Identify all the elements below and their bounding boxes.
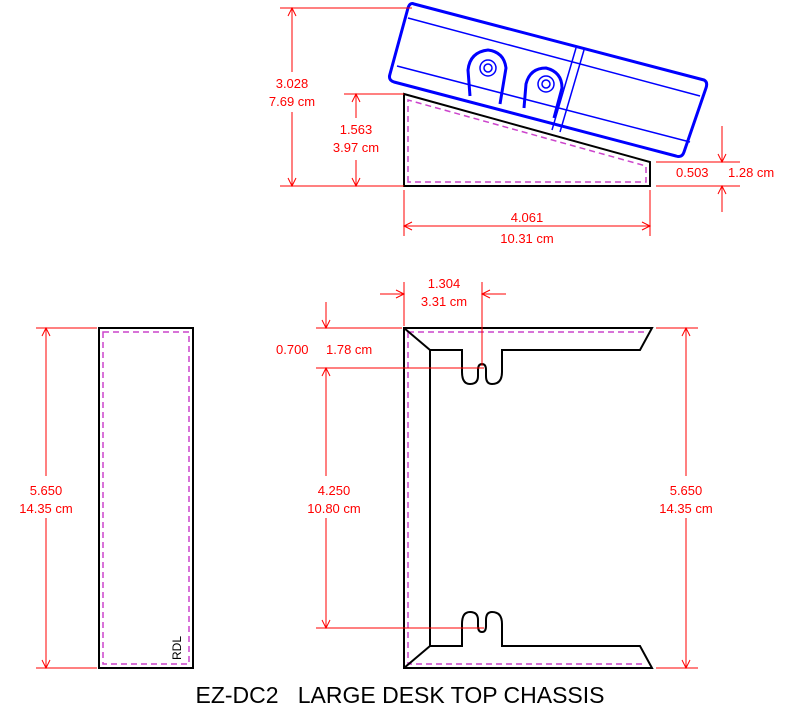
top-view-inner	[407, 331, 646, 665]
top-view-chamfer-bottom	[403, 645, 431, 669]
end-panel-length-cm: 14.35 cm	[19, 501, 72, 516]
end-panel-length-in: 5.650	[30, 483, 63, 498]
dim-slot-offset: 1.304 3.31 cm	[380, 276, 506, 366]
drawing-title: EZ-DC2 LARGE DESK TOP CHASSIS	[195, 682, 604, 708]
side-view: 3.028 7.69 cm 1.563 3.97 cm 0.503 1.28 c…	[269, 2, 774, 246]
end-panel-view: RDL 5.650 14.35 cm	[19, 326, 194, 670]
slot-spacing-in: 4.250	[318, 483, 351, 498]
slot-spacing-cm: 10.80 cm	[307, 501, 360, 516]
rdl-label: RDL	[170, 636, 184, 660]
top-view-length-cm: 14.35 cm	[659, 501, 712, 516]
end-panel-inner	[102, 331, 190, 665]
slot-offset-cm: 3.31 cm	[421, 294, 467, 309]
side-wedge-outline	[403, 92, 651, 187]
top-view: 1.304 3.31 cm 0.700 1.78 cm 4.250 10.80 …	[276, 276, 713, 670]
dim-slot-spacing: 4.250 10.80 cm	[307, 368, 484, 630]
dim-depth: 4.061 10.31 cm	[402, 190, 652, 246]
slot-depth-in: 0.700	[276, 342, 309, 357]
front-height-cm: 1.28 cm	[728, 165, 774, 180]
slot-offset-in: 1.304	[428, 276, 461, 291]
slot-depth-cm: 1.78 cm	[326, 342, 372, 357]
total-height-cm: 7.69 cm	[269, 94, 315, 109]
wedge-height-in: 1.563	[340, 122, 373, 137]
top-view-length-in: 5.650	[670, 483, 703, 498]
side-wedge-inner	[407, 99, 647, 183]
top-view-chamfer-top	[403, 327, 431, 351]
depth-cm: 10.31 cm	[500, 231, 553, 246]
dim-top-view-length: 5.650 14.35 cm	[656, 326, 713, 670]
dim-end-panel-length: 5.650 14.35 cm	[19, 326, 97, 670]
dim-slot-depth: 0.700 1.78 cm	[276, 302, 484, 377]
end-panel-outline	[98, 327, 194, 669]
dim-wedge-height: 1.563 3.97 cm	[333, 92, 404, 188]
top-view-outline	[403, 327, 654, 669]
wedge-height-cm: 3.97 cm	[333, 140, 379, 155]
total-height-in: 3.028	[276, 76, 309, 91]
depth-in: 4.061	[511, 210, 544, 225]
dim-total-height: 3.028 7.69 cm	[269, 6, 412, 188]
module-outline	[388, 2, 709, 158]
front-height-in: 0.503	[676, 165, 709, 180]
dim-front-height: 0.503 1.28 cm	[656, 126, 774, 212]
